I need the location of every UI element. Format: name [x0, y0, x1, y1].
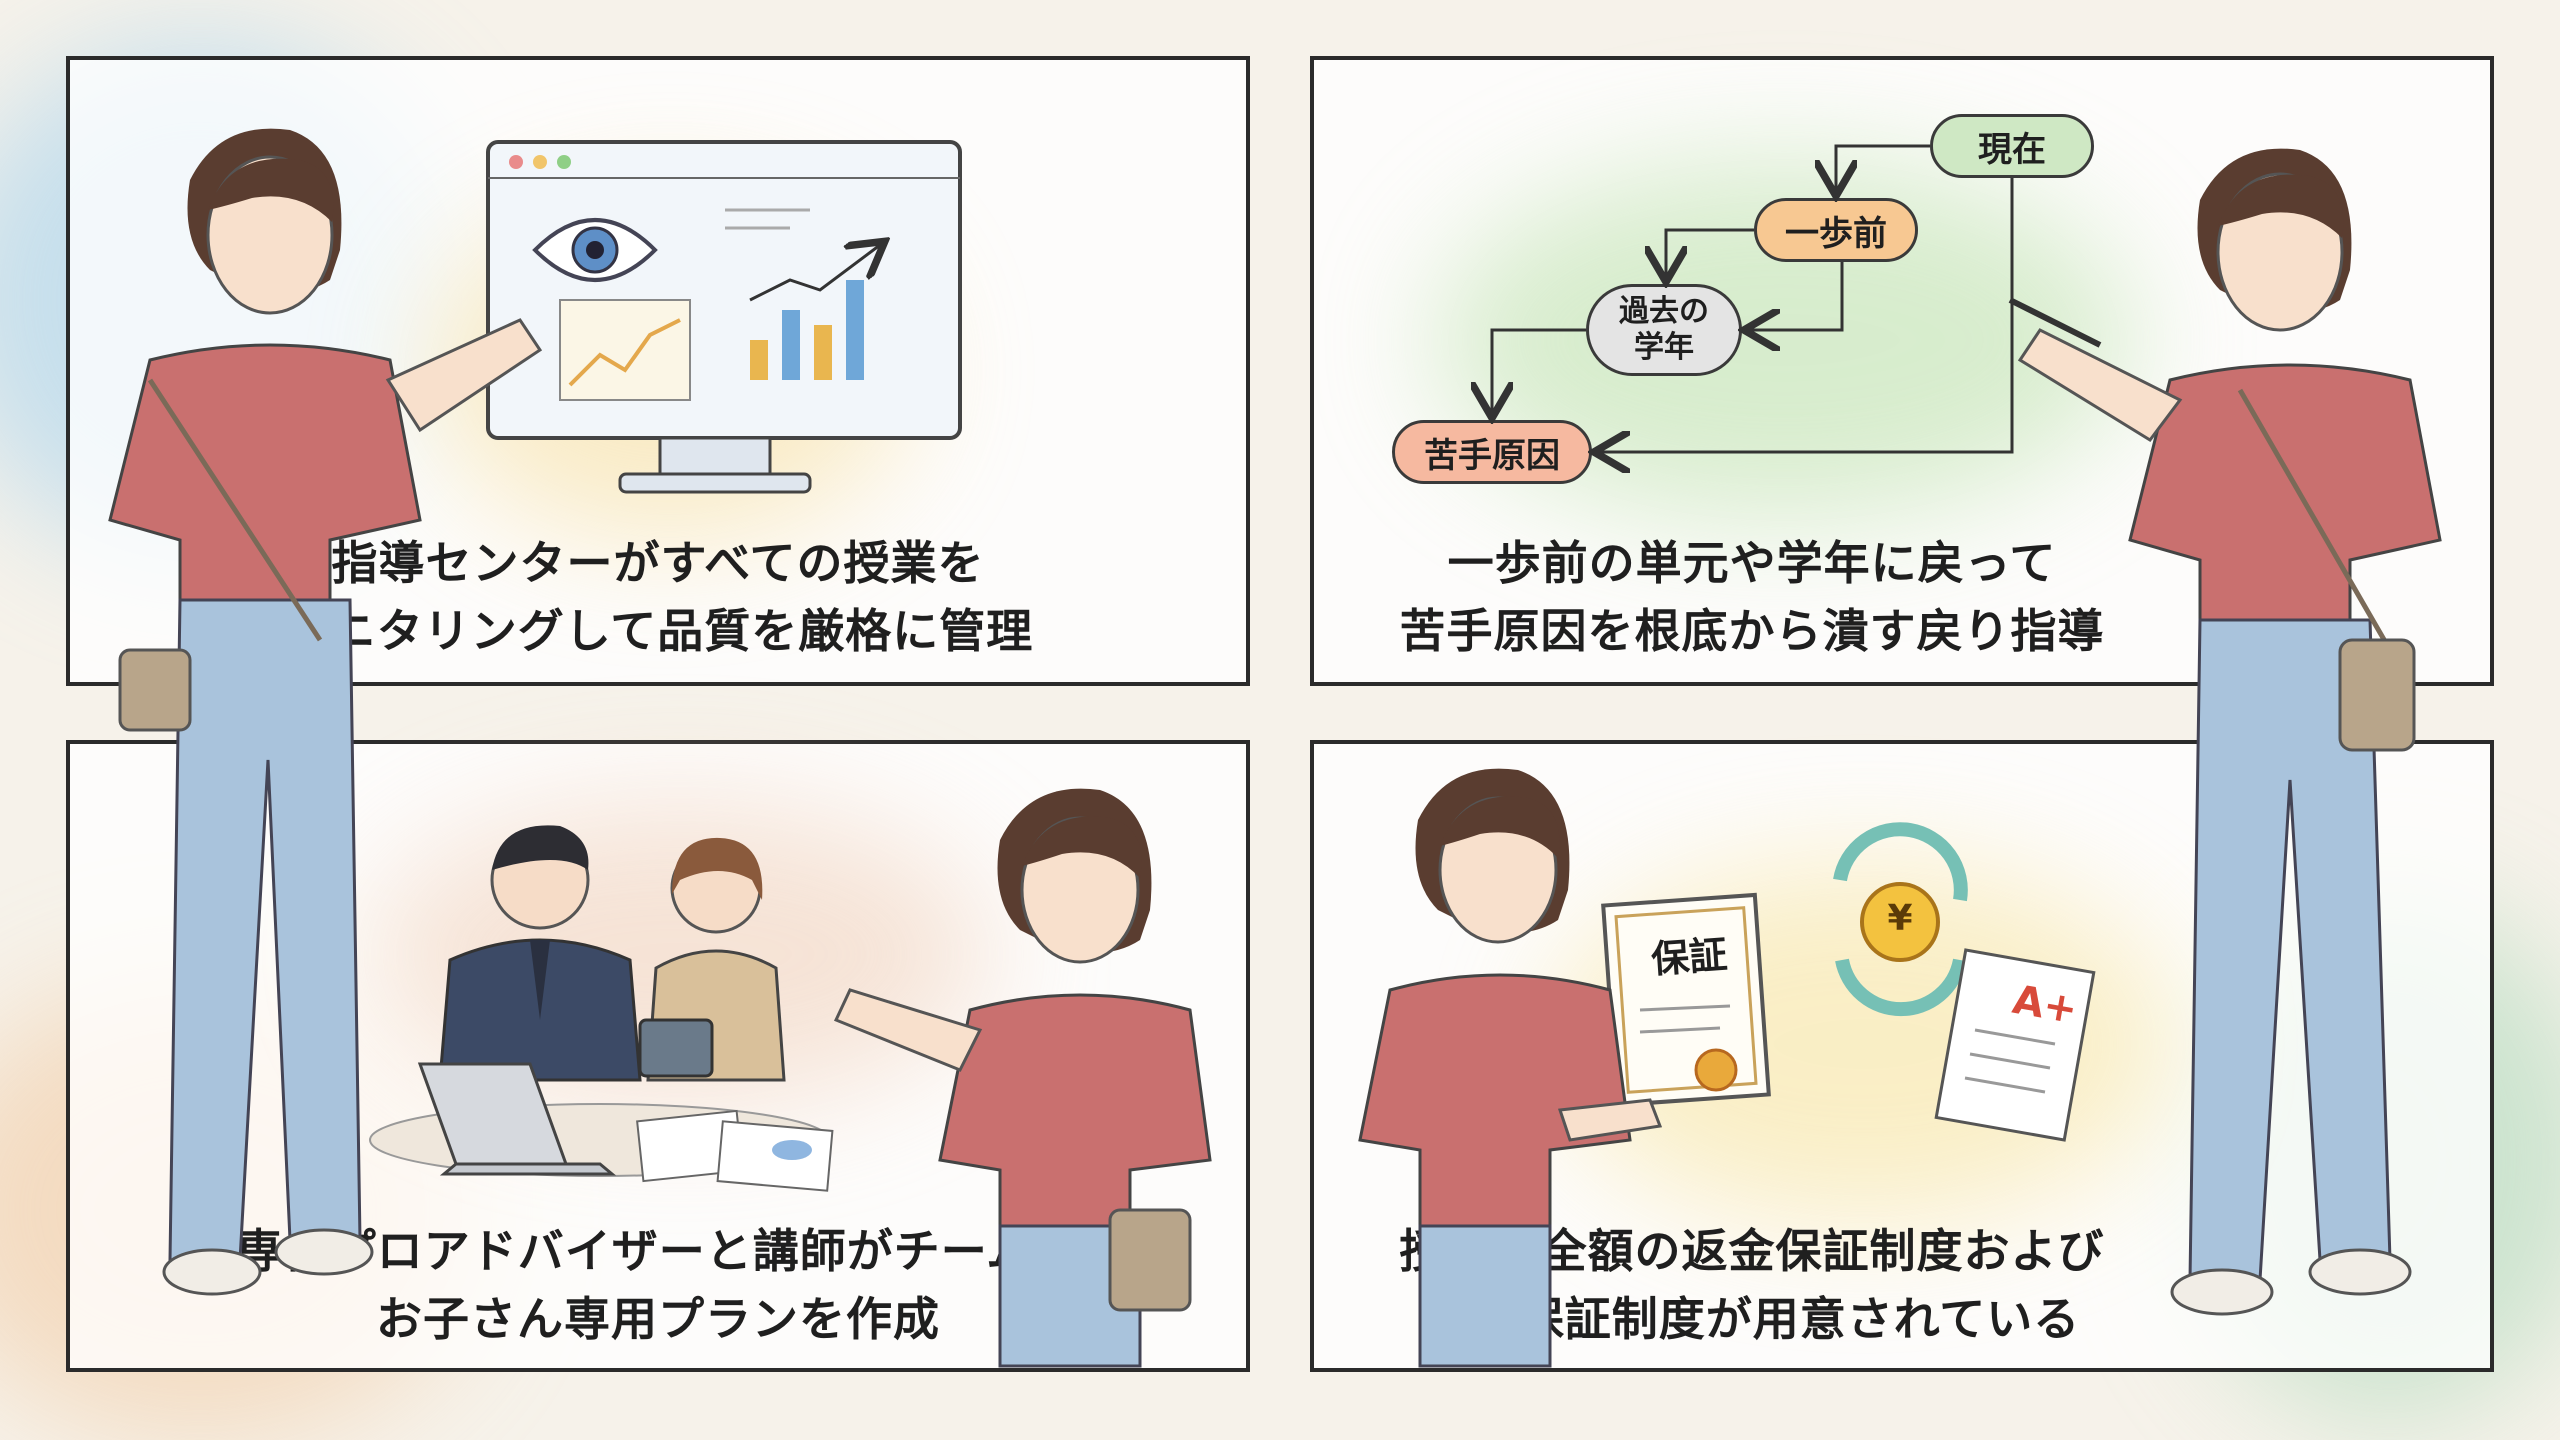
flow-node-past-grade-line1: 過去の	[1619, 294, 1709, 329]
flow-node-root-cause: 苦手原因	[1392, 420, 1592, 484]
caption-step-back-line2: 苦手原因を根底から潰す戻り指導	[1399, 604, 2105, 658]
flow-node-past-grade: 過去の 学年	[1586, 284, 1742, 376]
panel-wash	[430, 200, 910, 540]
flow-node-one-step-back: 一歩前	[1754, 198, 1918, 262]
caption-guarantee-line1: 授業料全額の返金保証制度および	[1399, 1224, 2105, 1278]
panel-step-back: 一歩前の単元や学年に戻って 苦手原因を根底から潰す戻り指導	[1310, 56, 2494, 686]
flow-node-past-grade-line2: 学年	[1634, 330, 1694, 365]
flow-node-current: 現在	[1930, 114, 2094, 178]
caption-monitoring-line1: 指導センターがすべての授業を	[331, 536, 985, 590]
panel-team-plan: 専任プロアドバイザーと講師がチームで お子さん専用プランを作成	[66, 740, 1250, 1372]
certificate-title: 保証	[1649, 932, 1729, 982]
caption-step-back-line1: 一歩前の単元や学年に戻って	[1447, 536, 2057, 590]
panel-guarantee: 授業料全額の返金保証制度および 成績保証制度が用意されている	[1310, 740, 2494, 1372]
caption-monitoring-line2: モニタリングして品質を厳格に管理	[282, 604, 1034, 658]
caption-guarantee-line2: 成績保証制度が用意されている	[1423, 1292, 2081, 1346]
caption-team-plan-line1: 専任プロアドバイザーと講師がチームで	[235, 1224, 1081, 1278]
caption-team-plan-line2: お子さん専用プランを作成	[376, 1292, 940, 1346]
panel-wash	[370, 804, 990, 1104]
coin-symbol: ¥	[1887, 898, 1913, 939]
panel-monitoring: 指導センターがすべての授業を モニタリングして品質を厳格に管理	[66, 56, 1250, 686]
panel-wash	[1554, 864, 2174, 1224]
